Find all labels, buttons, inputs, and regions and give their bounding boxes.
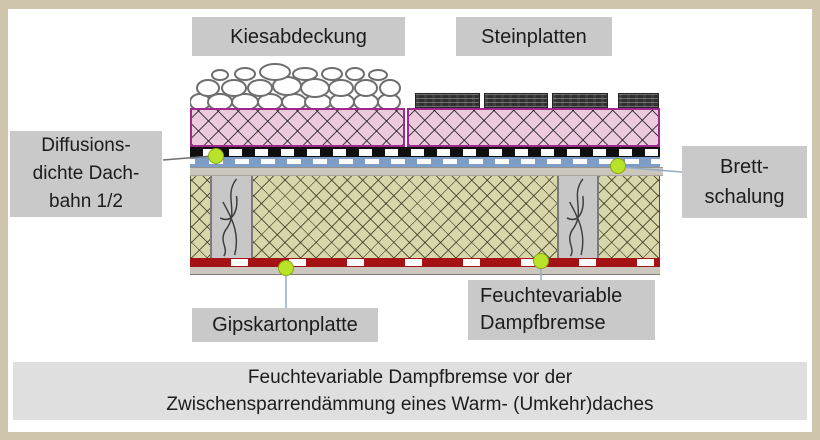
roof-membrane-blue	[190, 157, 660, 167]
label-text: Gipskartonplatte	[212, 314, 358, 336]
membrane-dashes	[190, 159, 660, 164]
caption-line: Feuchtevariable Dampfbremse vor der	[247, 367, 573, 388]
label-kiesabdeckung: Kiesabdeckung	[192, 17, 405, 56]
membrane-dashes	[190, 259, 660, 266]
label-text: Kiesabdeckung	[230, 25, 367, 48]
gravel-stones-graphic	[190, 63, 401, 110]
caption-line: Zwischensparrendämmung eines Warm- (Umke…	[166, 394, 654, 415]
label-text: bahn 1/2	[49, 191, 123, 212]
xps-insulation-layer-left	[190, 108, 405, 147]
label-brettschalung: Brett- schalung	[682, 146, 807, 218]
label-feuchtevariable-dampfbremse: Feuchtevariable Dampfbremse	[468, 280, 655, 340]
xps-insulation-layer-right	[407, 108, 660, 147]
wood-grain-graphic	[219, 178, 238, 257]
label-text: schalung	[704, 186, 785, 208]
label-gipskartonplatte: Gipskartonplatte	[192, 308, 378, 342]
rafter-beam	[210, 176, 253, 258]
rafter-beam	[557, 176, 599, 258]
label-text: Dampfbremse	[480, 312, 606, 334]
label-text: Steinplatten	[481, 25, 587, 48]
stone-slab	[552, 93, 608, 108]
label-text: dichte Dach-	[32, 163, 140, 184]
vapor-barrier-red	[190, 258, 660, 267]
label-text: Feuchtevariable	[480, 285, 623, 307]
label-steinplatten: Steinplatten	[456, 17, 612, 56]
diagram-caption: Feuchtevariable Dampfbremse vor der Zwis…	[13, 362, 807, 420]
roof-membrane-black	[190, 147, 660, 157]
label-text: Diffusions-	[41, 135, 131, 156]
stone-slab	[415, 93, 480, 108]
stone-slab	[618, 93, 659, 108]
label-diffusionsdichte-dachbahn: Diffusions- dichte Dach- bahn 1/2	[10, 131, 162, 217]
membrane-dashes	[190, 149, 660, 156]
label-text: Brett-	[720, 156, 769, 178]
stone-slab	[484, 93, 548, 108]
board-sheathing-layer	[190, 167, 663, 176]
wood-grain-graphic	[566, 178, 584, 257]
gypsum-board-layer	[190, 267, 660, 275]
